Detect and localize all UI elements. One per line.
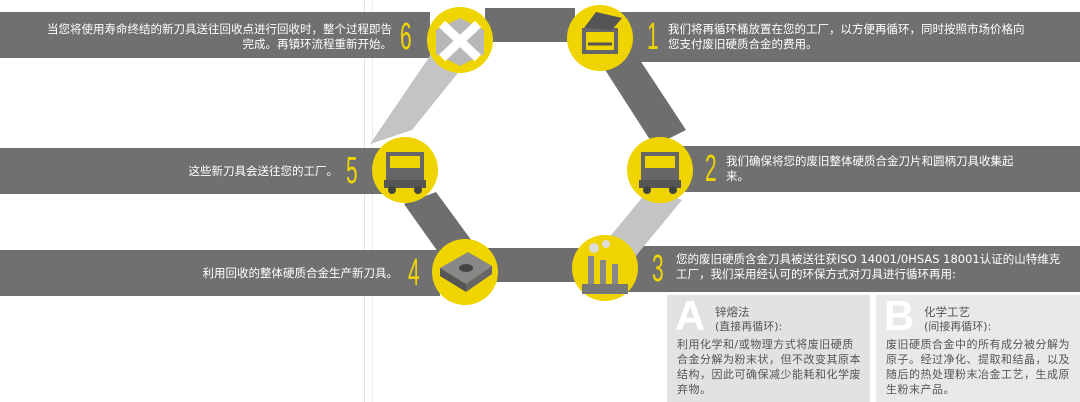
step-6-text: 当您将使用寿命终结的新刀具送往回收点进行回收时，整个过程即告完成。再镇环流程重新… (47, 22, 392, 51)
connector-6-1 (485, 8, 575, 42)
insert-icon (432, 239, 498, 305)
connector-1-2 (600, 48, 686, 146)
method-b-letter: B (884, 292, 915, 339)
step-4-number: 4 (408, 252, 420, 294)
step-4-text: 利用回收的整体硬质合金生产新刀具。 (202, 266, 399, 280)
step-6-bar (0, 12, 430, 58)
step-1-bar (600, 12, 1080, 62)
method-a-subtitle: (直接再循环): (715, 320, 783, 333)
guide-line (372, 0, 373, 402)
method-a-box: A 锌熔法 (直接再循环): 利用化学和/或物理方式将废旧硬质合金分解为粉末状，… (667, 295, 870, 402)
recycle-bin-icon (567, 5, 633, 71)
factory-icon (572, 235, 638, 301)
connector-3-4 (487, 248, 580, 282)
step-3-bar (620, 246, 1080, 292)
method-a-title: 锌熔法 (715, 305, 750, 319)
step-3-text: 您的废旧硬质含金刀具被送往获ISO 14001/0HSAS 18001认证的山特… (676, 252, 1061, 281)
step-2-bar (680, 146, 1080, 192)
step-1-text: 我们将再循环桶放置在您的工厂，以方便再循环，同时按照市场价格向您支付废旧硬质合金… (668, 22, 1025, 51)
method-b-title: 化学工艺 (924, 305, 970, 319)
cross-icon (427, 7, 493, 73)
truck-icon (627, 137, 693, 203)
step-5-text: 这些新刀具会送往您的工厂。 (188, 164, 339, 178)
step-1-number: 1 (647, 16, 659, 58)
step-5-bar (0, 148, 382, 194)
step-4-bar (0, 250, 440, 296)
guide-line (364, 0, 365, 402)
step-6-number: 6 (400, 16, 412, 58)
step-3-number: 3 (652, 248, 664, 290)
method-a-letter: A (675, 292, 706, 339)
method-b-body: 废旧硬质合金中的所有成分被分解为原子。经过净化、提取和结晶，以及随后的热处理粉末… (886, 338, 1070, 396)
method-a-body: 利用化学和/或物理方式将废旧硬质合金分解为粉末状，但不改变其原本结构，因此可确保… (677, 338, 861, 396)
step-2-number: 2 (705, 148, 717, 190)
step-5-number: 5 (346, 150, 358, 192)
method-b-box: B 化学工艺 (间接再循环): 废旧硬质合金中的所有成分被分解为原子。经过净化、… (876, 295, 1080, 402)
method-b-subtitle: (间接再循环): (924, 320, 992, 333)
step-2-text: 我们确保将您的废旧整体硬质合金刀片和圆柄刀具收集起来。 (726, 154, 1014, 183)
truck-icon (372, 137, 438, 203)
